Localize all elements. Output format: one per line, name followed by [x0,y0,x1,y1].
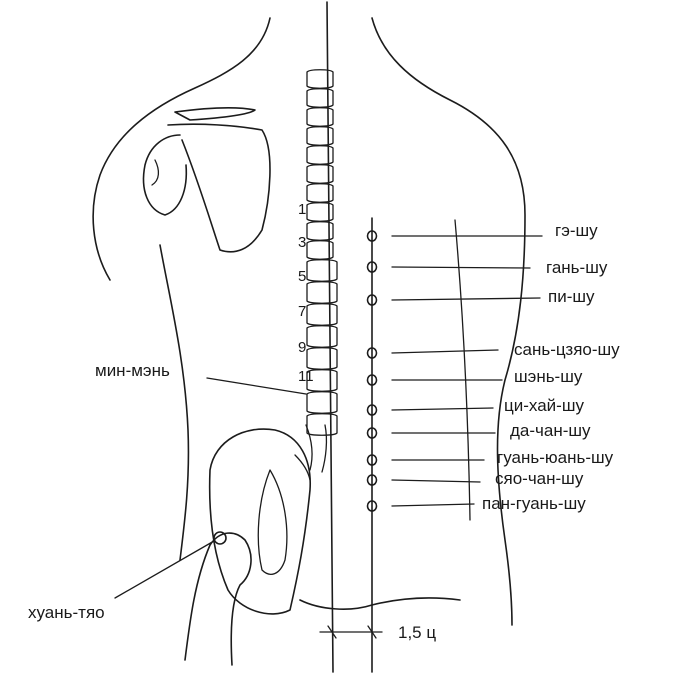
vertebra [306,183,334,203]
flank-line [454,219,471,521]
huan-tyao-point [213,531,227,545]
body-outline [92,17,526,626]
vertebra [306,145,334,165]
vertebra [306,259,338,282]
vertebra-number: 1 [298,201,306,218]
vertebra-number: 7 [298,303,306,320]
vertebra [306,325,338,348]
ci-hai-shu-leader [391,407,494,411]
gan-shu-point [366,261,378,273]
vertebra-numbers: 1 3 5 7 9 11 [298,201,314,385]
scapula-shoulder [142,107,271,253]
syao-chan-shu-point [366,474,378,486]
vertebra [306,202,334,222]
vertebra [306,303,338,326]
pan-guan-shu-leader [391,503,475,507]
pi-shu-point [366,294,378,306]
vertebra [306,391,338,414]
vertebra [306,281,338,304]
spine-midline [326,1,334,673]
ci-hai-shu-label: ци-хай-шу [504,396,584,415]
ci-hai-shu-point [366,404,378,416]
san-czyao-shu-leader [391,349,499,354]
sacrum [305,424,328,473]
pi-shu-leader [391,297,541,301]
vertebra-number: 9 [298,339,306,356]
san-czyao-shu-label: сань-цзяо-шу [514,340,620,359]
pi-shu-label: пи-шу [548,287,595,306]
femur [184,531,252,666]
vertebra [306,88,334,108]
pelvis [208,428,311,615]
da-chan-shu-point [366,427,378,439]
vertebra [306,164,334,184]
min-men-leader [206,377,307,395]
measure-marker [319,625,383,639]
huan-tyao-leader [114,540,215,599]
shen-shu-label: шэнь-шу [514,367,583,386]
ge-shu-label: гэ-шу [555,221,598,240]
min-men-label: мин-мэнь [95,361,170,380]
leader-lines [391,235,543,507]
guan-yuan-shu-point [366,454,378,466]
gan-shu-leader [391,266,531,269]
san-czyao-shu-point [366,347,378,359]
gan-shu-label: гань-шу [546,258,608,277]
right-labels: гэ-шу гань-шу пи-шу сань-цзяо-шу шэнь-шу ци-х… [482,221,620,513]
shen-shu-point [366,374,378,386]
vertebra [306,413,338,436]
vertebra [306,107,334,127]
vertebra [306,240,334,260]
vertebra [306,69,334,89]
syao-chan-shu-leader [391,479,481,483]
syao-chan-shu-label: сяо-чан-шу [495,469,584,488]
pan-guan-shu-label: пан-гуань-шу [482,494,586,513]
vertebra-number: 5 [298,268,306,285]
vertebra-number: 11 [298,368,314,385]
da-chan-shu-label: да-чан-шу [510,421,591,440]
guan-yuan-shu-label: гуань-юань-шу [497,448,614,467]
pan-guan-shu-point [366,500,378,512]
vertebra [306,221,334,241]
vertebra [306,347,338,370]
vertebra-number: 3 [298,234,306,251]
ge-shu-point [366,230,378,242]
measure-label: 1,5 ц [398,623,436,642]
huan-tyao-label: хуань-тяо [28,603,105,622]
vertebra [306,126,334,146]
vertebra [306,369,338,392]
vertebrae-column [305,69,338,473]
acupoint-markers [366,230,378,512]
